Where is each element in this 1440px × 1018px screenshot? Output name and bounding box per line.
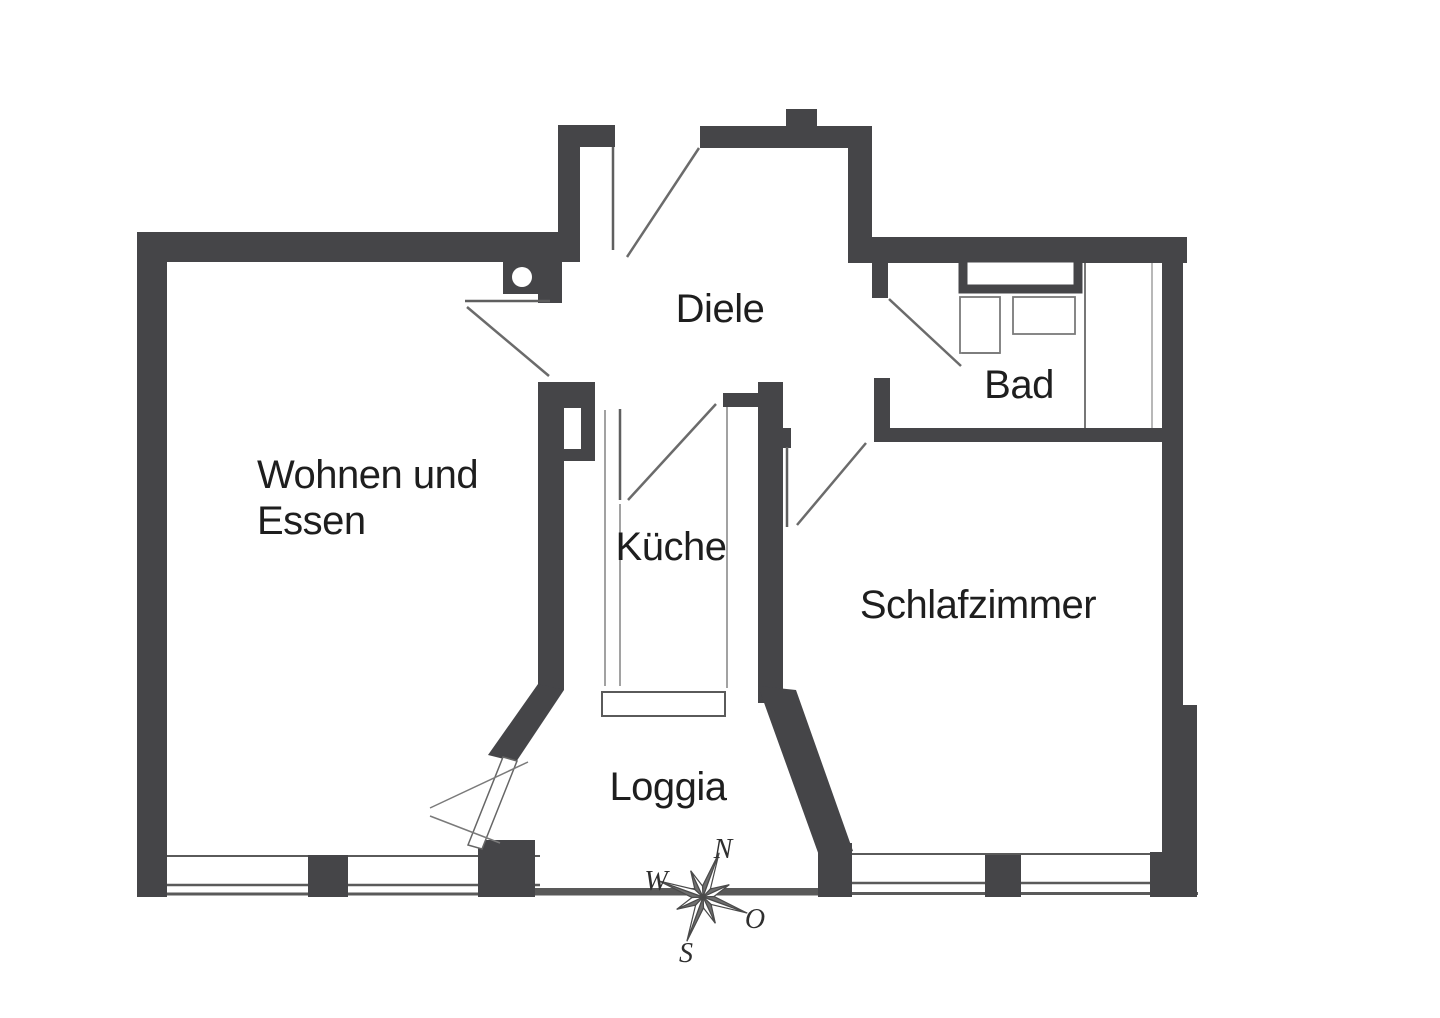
wall-living-door-pivot-block bbox=[503, 232, 562, 294]
room-label-bath: Bad bbox=[984, 363, 1054, 407]
wall-loggia-right-diagonal bbox=[758, 686, 853, 861]
room-label-living-line1: Wohnen und bbox=[257, 453, 478, 497]
wall-left-exterior bbox=[137, 232, 167, 897]
compass-rose-icon bbox=[658, 852, 748, 942]
wall-loggia-right-foot-block bbox=[818, 843, 852, 897]
folding-door-swing-upper bbox=[429, 761, 529, 809]
loggia-folding-door bbox=[466, 756, 519, 850]
compass-west-label: W bbox=[644, 866, 670, 897]
door-pivot-icon bbox=[512, 267, 532, 287]
bathtub-icon bbox=[958, 253, 1083, 294]
compass-labels: N W O S bbox=[644, 834, 765, 969]
wall-loggia-left-diagonal bbox=[488, 684, 564, 762]
wall-bath-left-lower bbox=[874, 378, 890, 440]
wall-bath-bottom bbox=[874, 428, 1162, 442]
wall-entrance-right bbox=[700, 126, 848, 148]
wall-kitchen-right bbox=[758, 382, 783, 703]
kitchen-door-swing bbox=[627, 403, 717, 501]
living-door-swing bbox=[466, 306, 550, 377]
wall-living-window-pier bbox=[308, 855, 348, 897]
room-labels: Diele Bad Wohnen und Essen Küche Schlafz… bbox=[257, 287, 1097, 809]
compass-north-label: N bbox=[713, 834, 734, 865]
entrance-door-swing bbox=[625, 147, 701, 258]
toilet-icon bbox=[1012, 296, 1076, 335]
wall-bedroom-door-stub bbox=[782, 428, 791, 448]
wall-kitchen-shaft-right bbox=[581, 382, 595, 459]
wall-entrance-frame-bump bbox=[786, 109, 817, 128]
sink-icon bbox=[959, 296, 1001, 354]
doors-and-lines bbox=[429, 147, 1153, 844]
walls bbox=[137, 109, 1197, 897]
wall-bath-door-stub bbox=[872, 262, 888, 298]
room-label-loggia: Loggia bbox=[609, 765, 727, 809]
compass-star-facet bbox=[690, 870, 704, 898]
wall-bedroom-window-pier bbox=[985, 855, 1021, 897]
bath-fixtures bbox=[958, 253, 1083, 354]
wall-loggia-left-foot-block bbox=[478, 840, 535, 897]
wall-kitchen-shaft-bottom bbox=[538, 449, 595, 461]
window-kitchen-loggia bbox=[601, 691, 726, 717]
folding-door-swing-lower bbox=[429, 815, 501, 844]
room-label-hall: Diele bbox=[676, 287, 765, 331]
wall-entrance-left bbox=[558, 125, 580, 262]
room-label-bedroom: Schlafzimmer bbox=[860, 583, 1096, 627]
wall-right-exterior-upper bbox=[1162, 237, 1183, 707]
compass-south-label: S bbox=[679, 938, 693, 969]
room-label-kitchen: Küche bbox=[616, 525, 727, 569]
wall-living-door-pivot-step bbox=[538, 294, 562, 303]
wall-bottom-right-corner bbox=[1150, 852, 1197, 897]
room-label-living-line2: Essen bbox=[257, 499, 366, 543]
bath-door-swing bbox=[888, 298, 962, 367]
compass-east-label: O bbox=[745, 904, 765, 935]
bedroom-door-swing bbox=[796, 442, 867, 526]
wall-kitchen-left bbox=[538, 382, 564, 690]
wall-entrance-cap bbox=[558, 125, 615, 147]
windows bbox=[140, 853, 1198, 896]
wall-kitchen-top-right bbox=[723, 393, 759, 407]
